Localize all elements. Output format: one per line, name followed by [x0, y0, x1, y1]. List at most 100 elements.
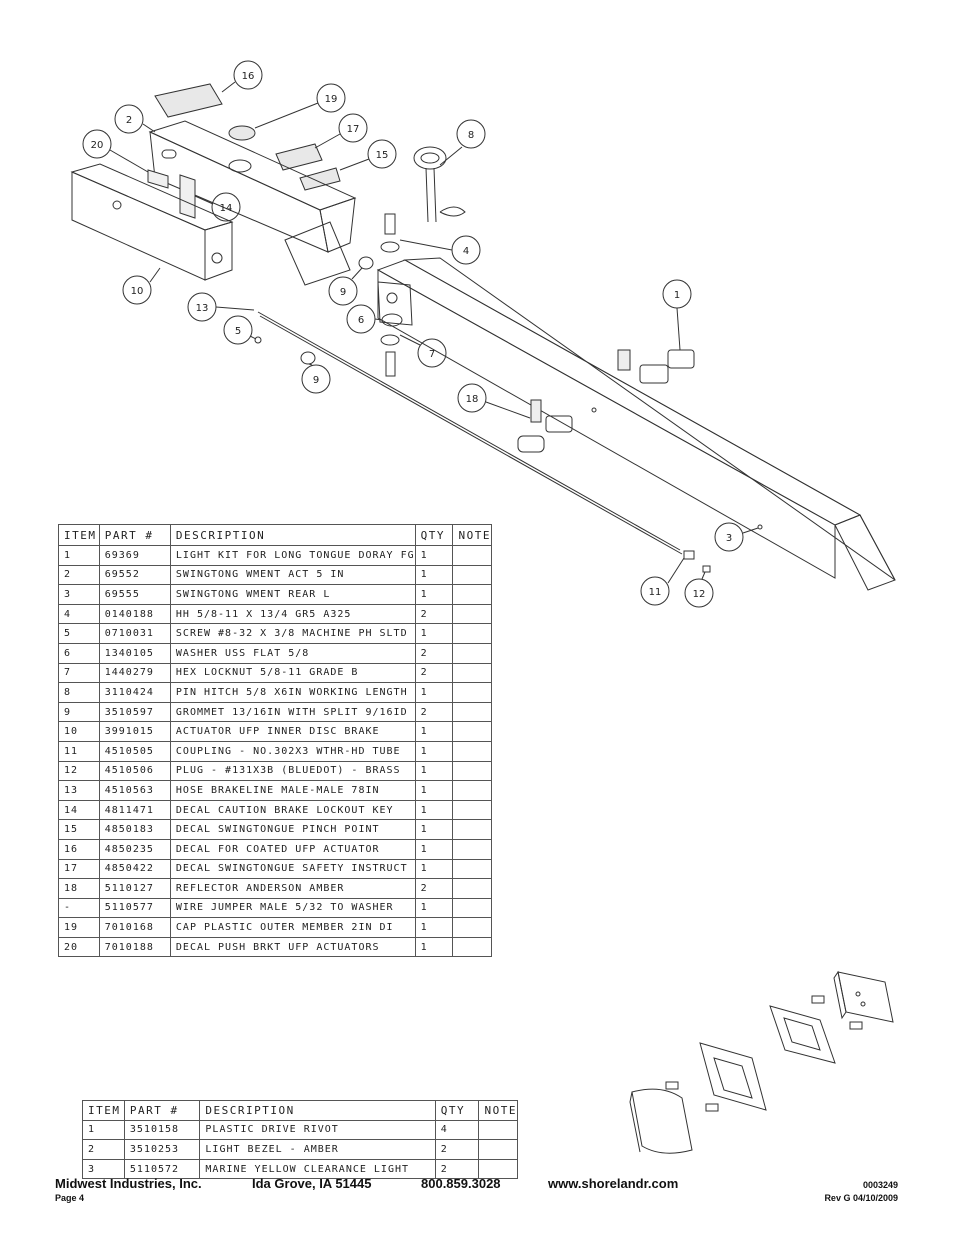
- cell-item: 20: [58, 936, 100, 958]
- cell-part: 4811471: [98, 799, 171, 821]
- cell-part: 3510253: [123, 1139, 201, 1160]
- cell-part: 1340105: [98, 642, 171, 664]
- cell-item: 17: [58, 858, 100, 880]
- header-qty: QTY: [414, 524, 454, 546]
- cell-note: [452, 878, 492, 899]
- cell-description: DECAL SWINGTONGUE SAFETY INSTRUCT: [169, 858, 416, 880]
- cell-note: [452, 721, 492, 742]
- cell-qty: 1: [414, 838, 454, 860]
- cell-description: PLASTIC DRIVE RIVOT: [199, 1119, 436, 1141]
- light-table-header: ITEM PART # DESCRIPTION QTY NOTE: [82, 1100, 518, 1121]
- cell-description: DECAL CAUTION BRAKE LOCKOUT KEY: [169, 799, 416, 821]
- footer-revision: Rev G 04/10/2009: [824, 1193, 898, 1203]
- cell-description: GROMMET 13/16IN WITH SPLIT 9/16ID: [169, 701, 416, 723]
- cell-note: [452, 917, 492, 938]
- cell-part: 7010188: [98, 936, 171, 958]
- header-note: NOTE: [478, 1100, 518, 1121]
- header-qty: QTY: [434, 1100, 480, 1121]
- cell-qty: 2: [414, 662, 454, 684]
- cell-part: 4510563: [98, 780, 171, 801]
- grommet-9-bottom: [300, 351, 316, 365]
- cell-note: [452, 838, 492, 860]
- cell-item: 2: [58, 564, 100, 586]
- cell-part: 7010168: [98, 917, 171, 938]
- cell-note: [478, 1158, 518, 1180]
- decal-15: [299, 167, 341, 191]
- actuator-inner: [70, 163, 234, 281]
- cell-qty: 1: [414, 858, 454, 880]
- light-kit-detail: [629, 970, 894, 1154]
- cell-item: 18: [58, 878, 100, 899]
- cell-description: LIGHT KIT FOR LONG TONGUE DORAY FG: [169, 545, 416, 566]
- cell-note: [452, 682, 492, 703]
- cell-description: SWINGTONG WMENT ACT 5 IN: [169, 564, 416, 586]
- cell-qty: 2: [414, 878, 454, 899]
- cell-qty: 1: [414, 721, 454, 742]
- cell-qty: 1: [414, 682, 454, 703]
- callout-label: 9: [313, 375, 319, 386]
- cell-qty: 1: [414, 760, 454, 782]
- cell-qty: 2: [414, 603, 454, 625]
- cell-qty: 4: [434, 1119, 480, 1141]
- callout-label: 4: [463, 246, 469, 257]
- cell-item: 2: [82, 1139, 125, 1160]
- cell-qty: 1: [414, 584, 454, 605]
- cell-description: PIN HITCH 5/8 X6IN WORKING LENGTH: [169, 682, 416, 703]
- plug-12: [702, 565, 711, 573]
- cell-qty: 1: [414, 897, 454, 919]
- cell-note: [452, 780, 492, 801]
- cell-description: DECAL PUSH BRKT UFP ACTUATORS: [169, 936, 416, 958]
- cell-qty: 1: [414, 799, 454, 821]
- swingtong-weldment-rear: [376, 257, 896, 591]
- light-kit-1: [639, 364, 669, 384]
- callout-label: 1: [674, 290, 680, 301]
- cell-item: 1: [82, 1119, 125, 1141]
- cell-part: 0710031: [98, 623, 171, 644]
- grommet-9-top: [358, 256, 374, 270]
- cell-description: COUPLING - NO.302X3 WTHR-HD TUBE: [169, 740, 416, 762]
- cell-note: [452, 584, 492, 605]
- hitch-pin: [413, 146, 466, 223]
- callouts: [82, 60, 759, 608]
- cell-part: 5110577: [98, 897, 171, 919]
- cell-description: HH 5/8-11 X 13/4 GR5 A325: [169, 603, 416, 625]
- callout-label: 2: [126, 115, 132, 126]
- callout-label: 8: [468, 130, 474, 141]
- header-part: PART #: [98, 524, 171, 546]
- decal-16: [154, 83, 223, 118]
- cap-19: [228, 125, 256, 141]
- header-item: ITEM: [58, 524, 100, 546]
- callout-label: 20: [91, 140, 104, 151]
- cell-part: 69369: [98, 545, 171, 566]
- cell-description: DECAL FOR COATED UFP ACTUATOR: [169, 838, 416, 860]
- cell-qty: 1: [414, 623, 454, 644]
- callout-label: 3: [726, 533, 732, 544]
- cell-part: 3110424: [98, 682, 171, 703]
- screw-5: [254, 336, 262, 344]
- cell-part: 0140188: [98, 603, 171, 625]
- cell-note: [452, 642, 492, 664]
- cell-description: ACTUATOR UFP INNER DISC BRAKE: [169, 721, 416, 742]
- cell-note: [452, 623, 492, 644]
- cell-description: SWINGTONG WMENT REAR L: [169, 584, 416, 605]
- cell-part: 4850183: [98, 819, 171, 840]
- cell-note: [452, 740, 492, 762]
- callout-label: 6: [358, 315, 364, 326]
- cell-item: 9: [58, 701, 100, 723]
- callout-label: 7: [429, 349, 435, 360]
- callout-label: 13: [196, 303, 209, 314]
- cell-qty: 1: [414, 917, 454, 938]
- cell-item: 3: [82, 1158, 125, 1180]
- footer-website[interactable]: www.shorelandr.com: [548, 1176, 679, 1191]
